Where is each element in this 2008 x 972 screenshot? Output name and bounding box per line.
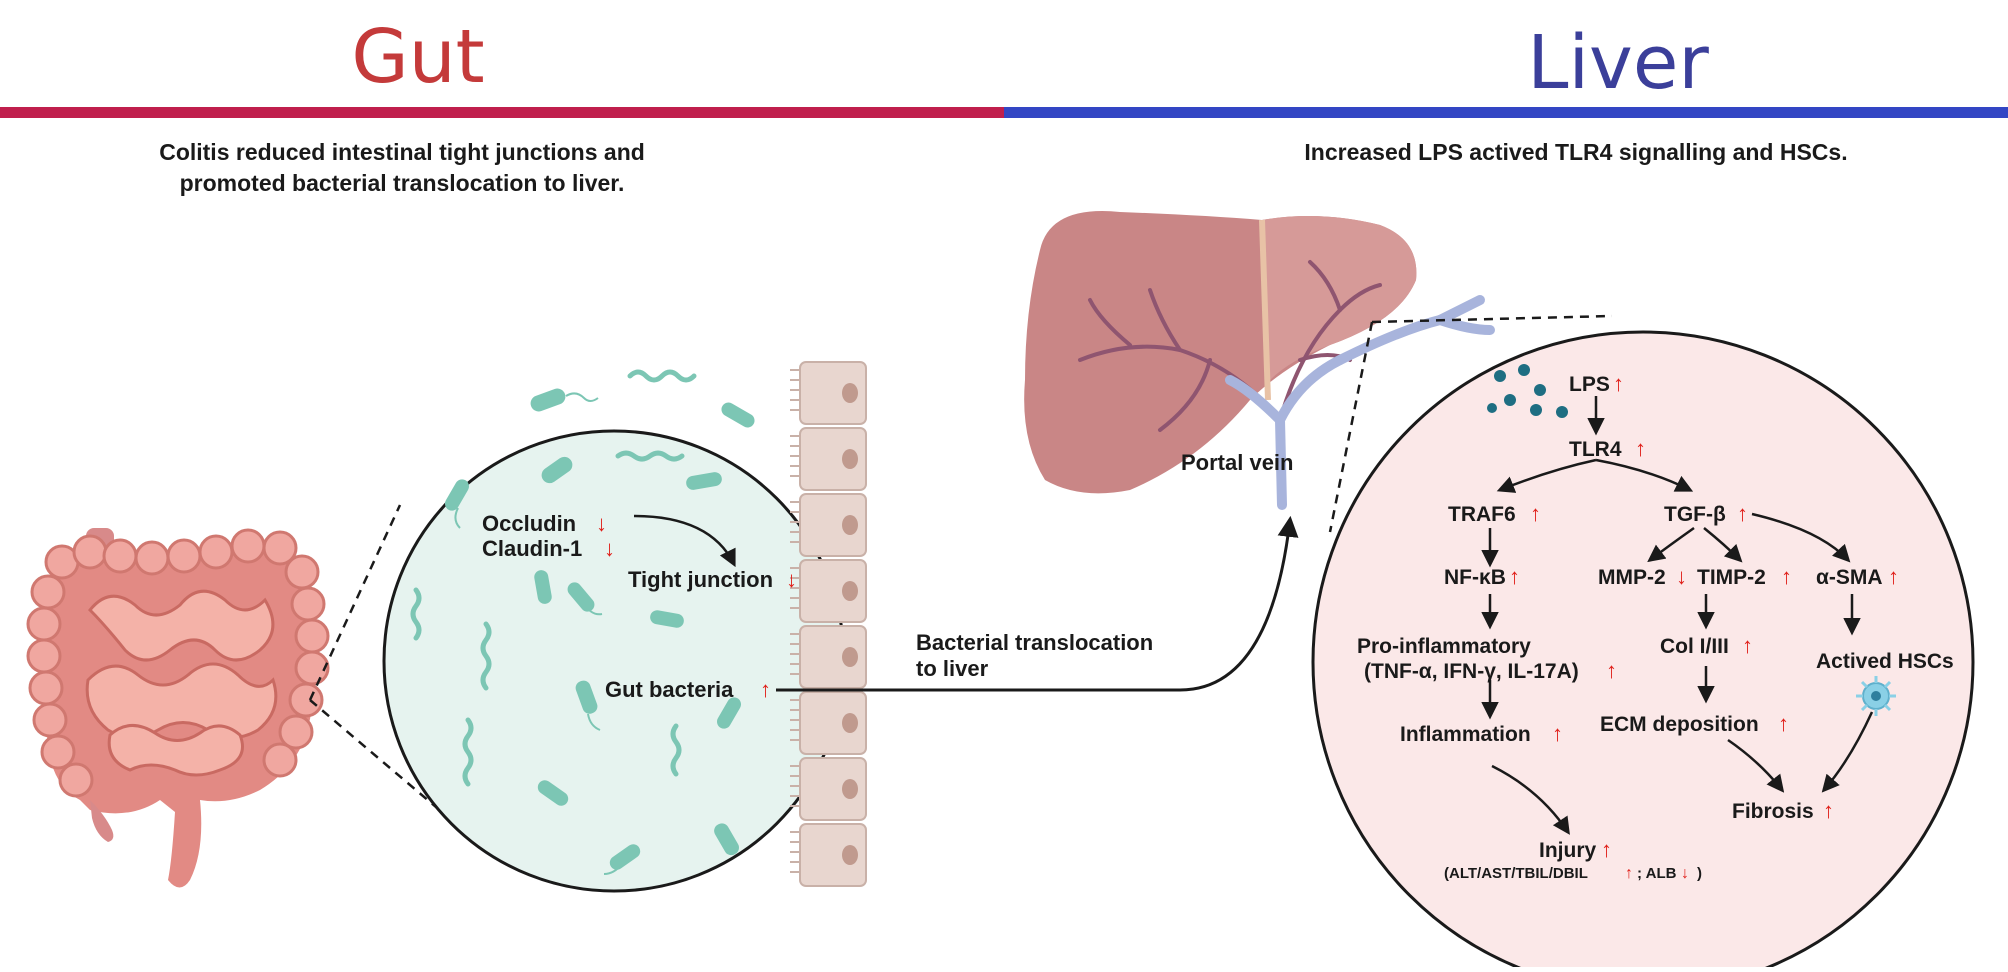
- occludin-to-tight-junction-arrow: [633, 514, 736, 568]
- translocation-label-line1: Bacterial translocation: [916, 630, 1153, 655]
- tgfb-up-arrow: ↑: [1737, 501, 1748, 526]
- timp2-up-arrow: ↑: [1781, 564, 1792, 589]
- claudin-label: Claudin-1: [482, 536, 582, 561]
- gut-bacteria-cluster: [410, 369, 755, 875]
- occludin-label: Occludin: [482, 511, 576, 536]
- claudin-down-arrow: ↓: [604, 536, 615, 561]
- tgfb-label: TGF-β: [1664, 503, 1726, 526]
- col-label: Col I/III: [1660, 635, 1729, 658]
- asma-label: α-SMA: [1816, 566, 1883, 589]
- intestine-illustration: [26, 528, 330, 888]
- injury-detail-markers: (ALT/AST/TBIL/DBIL: [1444, 865, 1588, 882]
- tight-junction-label: Tight junction: [628, 567, 773, 592]
- gut-divider: [0, 107, 1004, 118]
- portal-vein-label: Portal vein: [1181, 450, 1293, 475]
- epithelial-cell-column: [790, 361, 867, 887]
- actived-hscs-label: Actived HSCs: [1816, 650, 1954, 673]
- translocation-arrow: [776, 515, 1299, 692]
- col-up-arrow: ↑: [1742, 633, 1753, 658]
- lps-label: LPS: [1569, 373, 1610, 396]
- zoom-line-top: [308, 504, 402, 701]
- gut-description-line1: Colitis reduced intestinal tight junctio…: [159, 139, 645, 165]
- injury-detail-alb: ; ALB: [1637, 865, 1677, 882]
- fibrosis-up-arrow: ↑: [1823, 798, 1834, 823]
- proinflammatory-up-arrow: ↑: [1606, 658, 1617, 683]
- gut-heading: Gut: [351, 14, 484, 100]
- pathway-arrows: [1481, 396, 1874, 835]
- translocation-label-line2: to liver: [916, 656, 989, 681]
- fibrosis-label: Fibrosis: [1732, 800, 1814, 823]
- lps-up-arrow: ↑: [1613, 371, 1624, 396]
- lps-particles: [1487, 364, 1568, 418]
- timp2-label: TIMP-2: [1697, 566, 1766, 589]
- gut-bacteria-label: Gut bacteria: [605, 677, 734, 702]
- nfkb-up-arrow: ↑: [1509, 564, 1520, 589]
- ecm-up-arrow: ↑: [1778, 711, 1789, 736]
- traf6-up-arrow: ↑: [1530, 501, 1541, 526]
- nfkb-label: NF-κB: [1444, 566, 1506, 589]
- injury-up-arrow: ↑: [1601, 837, 1612, 862]
- inflammation-up-arrow: ↑: [1552, 721, 1563, 746]
- inflammation-label: Inflammation: [1400, 723, 1531, 746]
- injury-label: Injury: [1539, 839, 1596, 862]
- liver-zoom-line-top: [1371, 314, 1613, 324]
- tlr4-up-arrow: ↑: [1635, 436, 1646, 461]
- tight-junction-down-arrow: ↓: [786, 567, 797, 592]
- hsc-cell-icon: [1856, 676, 1896, 716]
- traf6-label: TRAF6: [1448, 503, 1516, 526]
- mmp2-down-arrow: ↓: [1676, 564, 1687, 589]
- mmp2-label: MMP-2: [1598, 566, 1666, 589]
- injury-detail-close: ): [1697, 865, 1702, 882]
- gut-bacteria-up-arrow: ↑: [760, 677, 771, 702]
- ecm-deposition-label: ECM deposition: [1600, 713, 1759, 736]
- liver-zoom-circle: [1311, 330, 1975, 972]
- asma-up-arrow: ↑: [1888, 564, 1899, 589]
- gut-description-line2: promoted bacterial translocation to live…: [180, 170, 625, 196]
- liver-zoom-line-left: [1328, 321, 1374, 533]
- injury-detail-down-arrow: ↓: [1681, 865, 1689, 882]
- liver-description: Increased LPS actived TLR4 signalling an…: [1304, 139, 1847, 165]
- proinflammatory-label-line2: (TNF-α, IFN-γ, IL-17A): [1364, 660, 1579, 683]
- liver-heading: Liver: [1527, 20, 1709, 106]
- injury-detail-up-arrow: ↑: [1625, 865, 1633, 882]
- occludin-down-arrow: ↓: [596, 511, 607, 536]
- liver-divider: [1004, 107, 2008, 118]
- proinflammatory-label-line1: Pro-inflammatory: [1357, 635, 1531, 658]
- tlr4-label: TLR4: [1569, 438, 1622, 461]
